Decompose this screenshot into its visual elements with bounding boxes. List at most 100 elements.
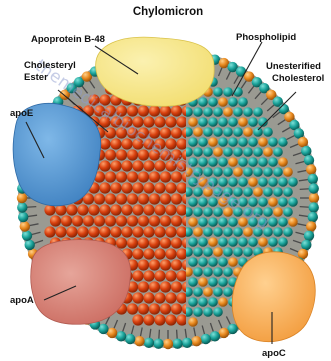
cholesterol-head xyxy=(238,117,248,127)
core-lipid-sphere xyxy=(143,226,154,237)
core-lipid-sphere xyxy=(138,105,149,116)
core-lipid-sphere xyxy=(132,270,143,281)
core-lipid-sphere xyxy=(138,215,149,226)
cholesterol-head xyxy=(233,127,243,137)
core-lipid-sphere xyxy=(160,303,171,314)
cholesterol-head xyxy=(198,257,208,267)
cholesterol-head xyxy=(188,197,198,207)
core-lipid-sphere xyxy=(110,226,121,237)
phospholipid-head xyxy=(17,202,27,212)
cholesterol-head xyxy=(268,197,278,207)
phospholipid-head xyxy=(20,221,30,231)
phospholipid-head xyxy=(18,212,28,222)
core-lipid-sphere xyxy=(77,204,88,215)
core-lipid-sphere xyxy=(72,215,83,226)
phospholipid-head xyxy=(301,240,311,250)
cholesterol-head xyxy=(283,167,293,177)
cholesterol-head xyxy=(248,117,258,127)
phospholipid-head xyxy=(22,231,32,241)
phospholipid-head xyxy=(301,146,311,156)
cholesterol-head xyxy=(223,287,233,297)
cholesterol-head xyxy=(238,157,248,167)
cholesterol-head xyxy=(268,237,278,247)
core-lipid-sphere xyxy=(121,204,132,215)
cholesterol-head xyxy=(213,307,223,317)
core-lipid-sphere xyxy=(66,204,77,215)
core-lipid-sphere xyxy=(165,314,176,325)
cholesterol-head xyxy=(223,247,233,257)
core-lipid-sphere xyxy=(99,204,110,215)
core-lipid-sphere xyxy=(121,182,132,193)
core-lipid-sphere xyxy=(165,182,176,193)
core-lipid-sphere xyxy=(171,105,182,116)
cholesterol-head xyxy=(208,257,218,267)
cholesterol-head xyxy=(233,107,243,117)
cholesterol-head xyxy=(198,97,208,107)
core-lipid-sphere xyxy=(154,182,165,193)
core-lipid-sphere xyxy=(138,193,149,204)
core-lipid-sphere xyxy=(88,226,99,237)
phospholipid-head xyxy=(304,155,314,165)
core-lipid-sphere xyxy=(127,215,138,226)
phospholipid-head xyxy=(298,137,308,147)
cholesterol-head xyxy=(188,297,198,307)
cholesterol-head xyxy=(208,137,218,147)
core-lipid-sphere xyxy=(160,215,171,226)
cholesterol-head xyxy=(233,227,243,237)
phospholipid-head xyxy=(306,164,316,174)
core-lipid-sphere xyxy=(127,303,138,314)
cholesterol-head xyxy=(253,147,263,157)
phospholipid-head xyxy=(125,334,135,344)
cholesterol-head xyxy=(233,147,243,157)
cholesterol-head xyxy=(238,137,248,147)
core-lipid-sphere xyxy=(154,270,165,281)
core-lipid-sphere xyxy=(105,171,116,182)
cholesterol-head xyxy=(228,137,238,147)
cholesterol-head xyxy=(203,247,213,257)
core-lipid-sphere xyxy=(165,292,176,303)
cholesterol-head xyxy=(218,257,228,267)
cholesterol-head xyxy=(253,127,263,137)
cholesterol-head xyxy=(263,187,273,197)
cholesterol-head xyxy=(248,137,258,147)
cholesterol-head xyxy=(193,307,203,317)
cholesterol-head xyxy=(213,127,223,137)
core-lipid-sphere xyxy=(154,116,165,127)
cholesterol-head xyxy=(213,107,223,117)
label-apoe: apoE xyxy=(10,108,33,119)
cholesterol-head xyxy=(273,207,283,217)
core-lipid-sphere xyxy=(154,314,165,325)
core-lipid-sphere xyxy=(110,160,121,171)
core-lipid-sphere xyxy=(138,237,149,248)
cholesterol-head xyxy=(258,137,268,147)
core-lipid-sphere xyxy=(165,226,176,237)
core-lipid-sphere xyxy=(110,204,121,215)
core-lipid-sphere xyxy=(165,204,176,215)
cholesterol-head xyxy=(263,147,273,157)
core-lipid-sphere xyxy=(116,215,127,226)
cholesterol-head xyxy=(258,157,268,167)
phospholipid-head xyxy=(308,174,318,184)
label-cholesteryl-ester-line2: Ester xyxy=(24,72,48,83)
cholesterol-head xyxy=(193,207,203,217)
phospholipid-head xyxy=(172,339,182,349)
core-lipid-sphere xyxy=(149,281,160,292)
cholesterol-head xyxy=(278,237,288,247)
core-lipid-sphere xyxy=(149,193,160,204)
core-lipid-sphere xyxy=(160,171,171,182)
cholesterol-head xyxy=(213,207,223,217)
phospholipid-head xyxy=(134,336,144,346)
cholesterol-head xyxy=(203,267,213,277)
core-lipid-sphere xyxy=(160,127,171,138)
cholesterol-head xyxy=(268,157,278,167)
core-lipid-sphere xyxy=(154,204,165,215)
core-lipid-sphere xyxy=(121,160,132,171)
core-lipid-sphere xyxy=(176,116,187,127)
cholesterol-head xyxy=(243,167,253,177)
cholesterol-head xyxy=(288,197,298,207)
cholesterol-head xyxy=(218,97,228,107)
core-lipid-sphere xyxy=(176,204,187,215)
core-lipid-sphere xyxy=(176,248,187,259)
